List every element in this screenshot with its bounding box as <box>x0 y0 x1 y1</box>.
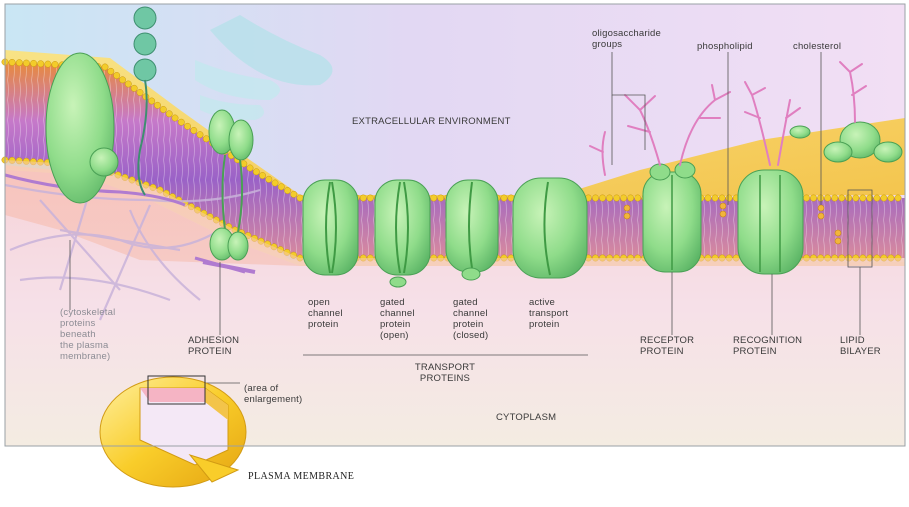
phospholipid-head <box>832 195 838 201</box>
label-open-channel: open channel protein <box>308 297 343 330</box>
phospholipid-head <box>705 195 711 201</box>
phospholipid-head <box>23 60 29 66</box>
phospholipid-head <box>266 176 272 182</box>
phospholipid-head <box>846 195 852 201</box>
phospholipid-head <box>131 85 137 91</box>
phospholipid-head <box>203 136 209 142</box>
phospholipid-head <box>178 119 184 125</box>
label-active-transport: active transport protein <box>529 297 568 330</box>
phospholipid-head <box>38 61 44 67</box>
recognition-protein <box>738 170 803 274</box>
phospholipid-head <box>284 187 290 193</box>
phospholipid-head <box>881 195 887 201</box>
phospholipid-head <box>874 195 880 201</box>
label-recognition-protein: RECOGNITION PROTEIN <box>733 335 802 357</box>
phospholipid-head <box>191 127 197 133</box>
label-gated-open: gated channel protein (open) <box>380 297 415 341</box>
phospholipid-head <box>888 195 894 201</box>
phospholipid-head <box>627 195 633 201</box>
phospholipid-head <box>52 61 58 67</box>
phospholipid-head <box>184 123 190 129</box>
phospholipid-head <box>803 195 809 201</box>
phospholipid-head <box>438 195 444 201</box>
receptor-protein <box>643 162 701 272</box>
phospholipid-head <box>102 64 108 70</box>
phospholipid-head <box>253 169 259 175</box>
phospholipid-head <box>197 132 203 138</box>
label-cholesterol: cholesterol <box>793 41 841 52</box>
phospholipid-head <box>367 195 373 201</box>
label-cytoplasm: CYTOPLASM <box>496 412 556 423</box>
label-phospholipid: phospholipid <box>697 41 753 52</box>
phospholipid-head <box>125 81 131 87</box>
phospholipid-head <box>860 195 866 201</box>
label-plasma-membrane: PLASMA MEMBRANE <box>248 471 354 482</box>
phospholipid-head <box>259 172 265 178</box>
phospholipid-head <box>16 60 22 66</box>
phospholipid-head <box>9 59 15 65</box>
phospholipid-head <box>712 195 718 201</box>
phospholipid-head <box>853 195 859 201</box>
phospholipid-head <box>592 195 598 201</box>
phospholipid-head <box>278 184 284 190</box>
gated-channel-closed <box>446 180 498 280</box>
phospholipid-head <box>839 195 845 201</box>
phospholipid-head <box>30 60 36 66</box>
open-channel-protein <box>303 180 358 275</box>
phospholipid-head <box>501 195 507 201</box>
phospholipid-head <box>149 98 155 104</box>
phospholipid-head <box>291 191 297 197</box>
phospholipid-head <box>613 195 619 201</box>
label-area-of-enlargement: (area of enlargement) <box>244 383 302 405</box>
label-receptor-protein: RECEPTOR PROTEIN <box>640 335 694 357</box>
phospholipid-head <box>620 195 626 201</box>
phospholipid-head <box>431 195 437 201</box>
phospholipid-head <box>114 72 120 78</box>
label-lipid-bilayer: LIPID BILAYER <box>840 335 881 357</box>
phospholipid-head <box>360 195 366 201</box>
phospholipid-head <box>824 195 830 201</box>
phospholipid-head <box>137 89 143 95</box>
phospholipid-head <box>810 195 816 201</box>
phospholipid-head <box>154 102 160 108</box>
phospholipid-head <box>895 195 901 201</box>
phospholipid-head <box>297 195 303 201</box>
phospholipid-head <box>635 195 641 201</box>
label-gated-closed: gated channel protein (closed) <box>453 297 488 341</box>
label-cytoskeletal: (cytoskeletal proteins beneath the plasm… <box>60 307 115 362</box>
phospholipid-head <box>108 68 114 74</box>
phospholipid-head <box>160 106 166 112</box>
active-transport-protein <box>513 178 587 278</box>
label-adhesion-protein: ADHESION PROTEIN <box>188 335 239 357</box>
phospholipid-head <box>719 195 725 201</box>
label-transport-proteins: TRANSPORT PROTEINS <box>405 362 485 384</box>
phospholipid-head <box>599 195 605 201</box>
phospholipid-head <box>272 180 278 186</box>
phospholipid-head <box>606 195 612 201</box>
phospholipid-head <box>166 111 172 117</box>
phospholipid-head <box>45 61 51 67</box>
label-oligosaccharide: oligosaccharide groups <box>592 28 661 50</box>
phospholipid-head <box>172 115 178 121</box>
label-extracellular: EXTRACELLULAR ENVIRONMENT <box>352 116 511 127</box>
phospholipid-head <box>726 195 732 201</box>
glycoprotein-beads <box>134 7 156 81</box>
phospholipid-head <box>247 165 253 171</box>
phospholipid-head <box>119 77 125 83</box>
cell-sphere <box>100 376 246 487</box>
